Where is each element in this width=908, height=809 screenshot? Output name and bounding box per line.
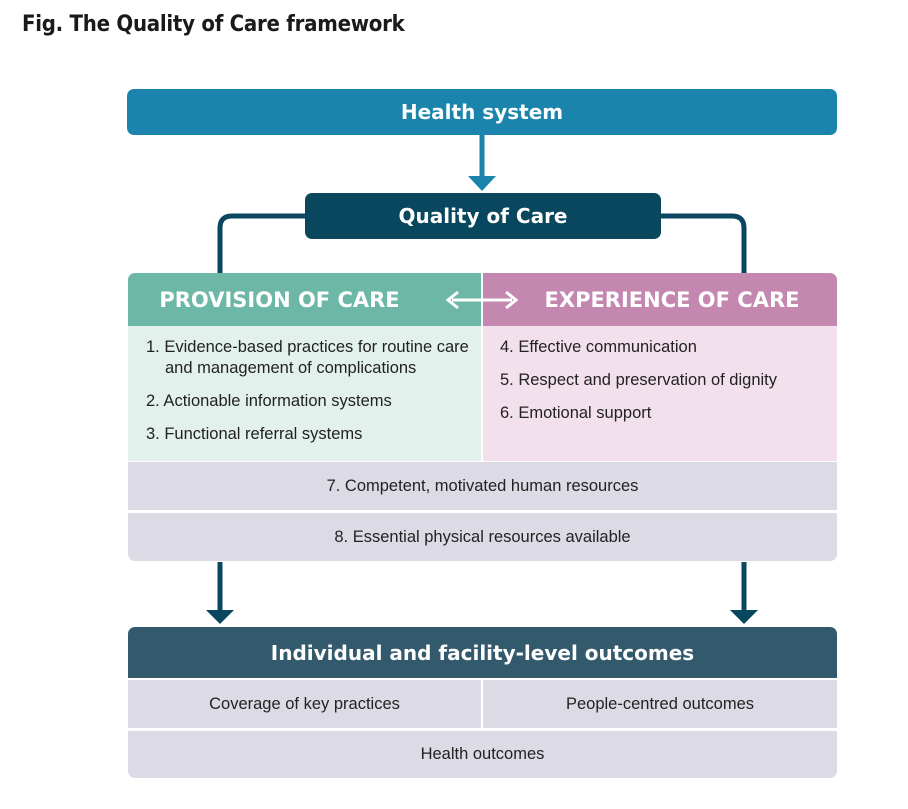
double-arrow-right-head [505,290,519,310]
provision-of-care-header: PROVISION OF CARE [128,273,481,326]
figure-title: Fig. The Quality of Care framework [22,12,405,37]
arrowhead-provision-to-outcomes [206,610,234,624]
outcomes-header: Individual and facility-level outcomes [128,627,837,678]
connector-quality-to-experience [661,213,747,273]
experience-of-care-list-panel: 4. Effective communication 5. Respect an… [483,326,837,461]
provision-item: 1. Evidence-based practices for routine … [146,338,469,377]
experience-item: 5. Respect and preservation of dignity [500,371,777,389]
provision-item: 3. Functional referral systems [146,425,363,443]
coverage-of-key-practices-cell: Coverage of key practices [128,680,481,728]
experience-of-care-header: EXPERIENCE OF CARE [483,273,837,326]
arrowhead-health-to-quality [468,176,496,191]
quality-of-care-box: Quality of Care [305,193,661,239]
health-system-box: Health system [127,89,837,135]
provision-list: 1. Evidence-based practices for routine … [146,337,481,457]
experience-item: 4. Effective communication [500,338,697,356]
people-centred-outcomes-cell: People-centred outcomes [483,680,837,728]
double-arrow-left-head [445,290,459,310]
provision-item: 2. Actionable information systems [146,392,392,410]
arrowhead-experience-to-outcomes [730,610,758,624]
human-resources-band: 7. Competent, motivated human resources [128,462,837,510]
health-outcomes-cell: Health outcomes [128,731,837,778]
physical-resources-band: 8. Essential physical resources availabl… [128,513,837,561]
connector-quality-to-provision [217,213,305,273]
provision-of-care-list-panel: 1. Evidence-based practices for routine … [128,326,481,461]
experience-list: 4. Effective communication 5. Respect an… [500,337,830,436]
experience-item: 6. Emotional support [500,404,652,422]
